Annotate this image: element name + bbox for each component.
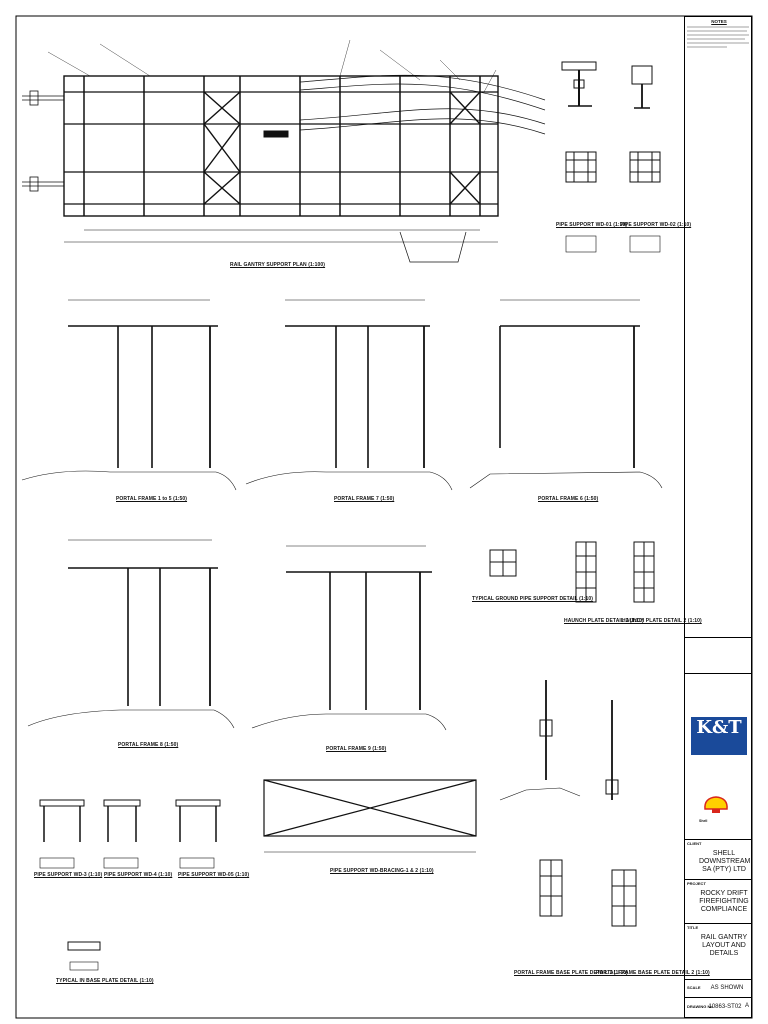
pipe-support-c-caption: PIPE SUPPORT WD-3 (1:10)	[34, 872, 103, 878]
plan-view	[22, 39, 546, 263]
kt-logo: K&T	[691, 717, 747, 755]
typical-base-plate-caption: TYPICAL IN BASE PLATE DETAIL (1:10)	[56, 978, 154, 984]
pipe-support-b-caption: PIPE SUPPORT WD-02 (1:10)	[620, 222, 692, 228]
pipe-support-d-caption: PIPE SUPPORT WD-4 (1:10)	[104, 872, 173, 878]
portal-frames-row-2	[27, 539, 447, 731]
notes-lines	[687, 26, 749, 48]
scale-value: AS SHOWN	[710, 985, 744, 991]
portal-frames-row-1	[21, 299, 663, 491]
pipe-supports-bottom	[39, 779, 477, 971]
base-plate-2-caption: PORTAL FRAME BASE PLATE DETAIL 2 (1:10)	[596, 970, 710, 976]
haunch-2-caption: HAUNCH PLATE DETAIL 2 (1:10)	[622, 618, 702, 624]
title-cell: TITLE RAIL GANTRY LAYOUT AND DETAILS	[685, 923, 751, 968]
client-cell: CLIENT SHELL DOWNSTREAM SA (PTY) LTD	[685, 839, 751, 880]
client-name: SHELL DOWNSTREAM SA (PTY) LTD	[699, 850, 751, 873]
haunch-details	[489, 541, 655, 603]
shell-logo-text: Shell	[699, 819, 708, 823]
bracing-caption: PIPE SUPPORT WD-BRACING-1 & 2 (1:10)	[330, 868, 434, 874]
portal-frame-1-caption: PORTAL FRAME 1 to 5 (1:50)	[116, 496, 188, 502]
notes-title: NOTES	[711, 19, 727, 24]
drawing-number-cell: DRAWING No. 10863-ST02 A	[685, 997, 751, 1018]
project-name: ROCKY DRIFT FIREFIGHTING COMPLIANCE	[699, 890, 749, 913]
plan-caption: RAIL GANTRY SUPPORT PLAN (1:100)	[230, 262, 326, 268]
portal-frame-3-caption: PORTAL FRAME 6 (1:50)	[538, 496, 599, 502]
pipe-support-details-top	[561, 61, 661, 253]
portal-frame-4-caption: PORTAL FRAME 8 (1:50)	[118, 742, 179, 748]
portal-frame-2-caption: PORTAL FRAME 7 (1:50)	[334, 496, 395, 502]
notes-body	[687, 25, 749, 56]
title-block: NOTES K&T Shell CLIENT SHELL DOWNSTREAM …	[684, 16, 752, 1018]
revision-letter: A	[744, 1003, 749, 1009]
scale-cell: SCALE AS SHOWN	[685, 979, 751, 998]
kt-logo-mark: K&T	[696, 717, 742, 738]
base-plate-details	[499, 680, 637, 927]
drawing-number: 10863-ST02	[708, 1004, 742, 1010]
pipe-support-a-caption: PIPE SUPPORT WD-01 (1:10)	[556, 222, 628, 228]
shell-logo-icon	[704, 796, 728, 813]
pipe-support-e-caption: PIPE SUPPORT WD-05 (1:10)	[178, 872, 250, 878]
project-cell: PROJECT ROCKY DRIFT FIREFIGHTING COMPLIA…	[685, 879, 751, 924]
portal-frame-5-caption: PORTAL FRAME 9 (1:50)	[326, 746, 387, 752]
typical-ground-caption: TYPICAL GROUND PIPE SUPPORT DETAIL (1:10…	[472, 596, 594, 602]
approval-table	[685, 673, 751, 714]
drawing-title: RAIL GANTRY LAYOUT AND DETAILS	[700, 934, 748, 957]
base-plate-1-caption: PORTAL FRAME BASE PLATE DETAIL 1 (1:10)	[514, 970, 628, 976]
haunch-1-caption: HAUNCH PLATE DETAIL 1 (1:10)	[564, 618, 644, 624]
revision-table	[685, 637, 751, 674]
